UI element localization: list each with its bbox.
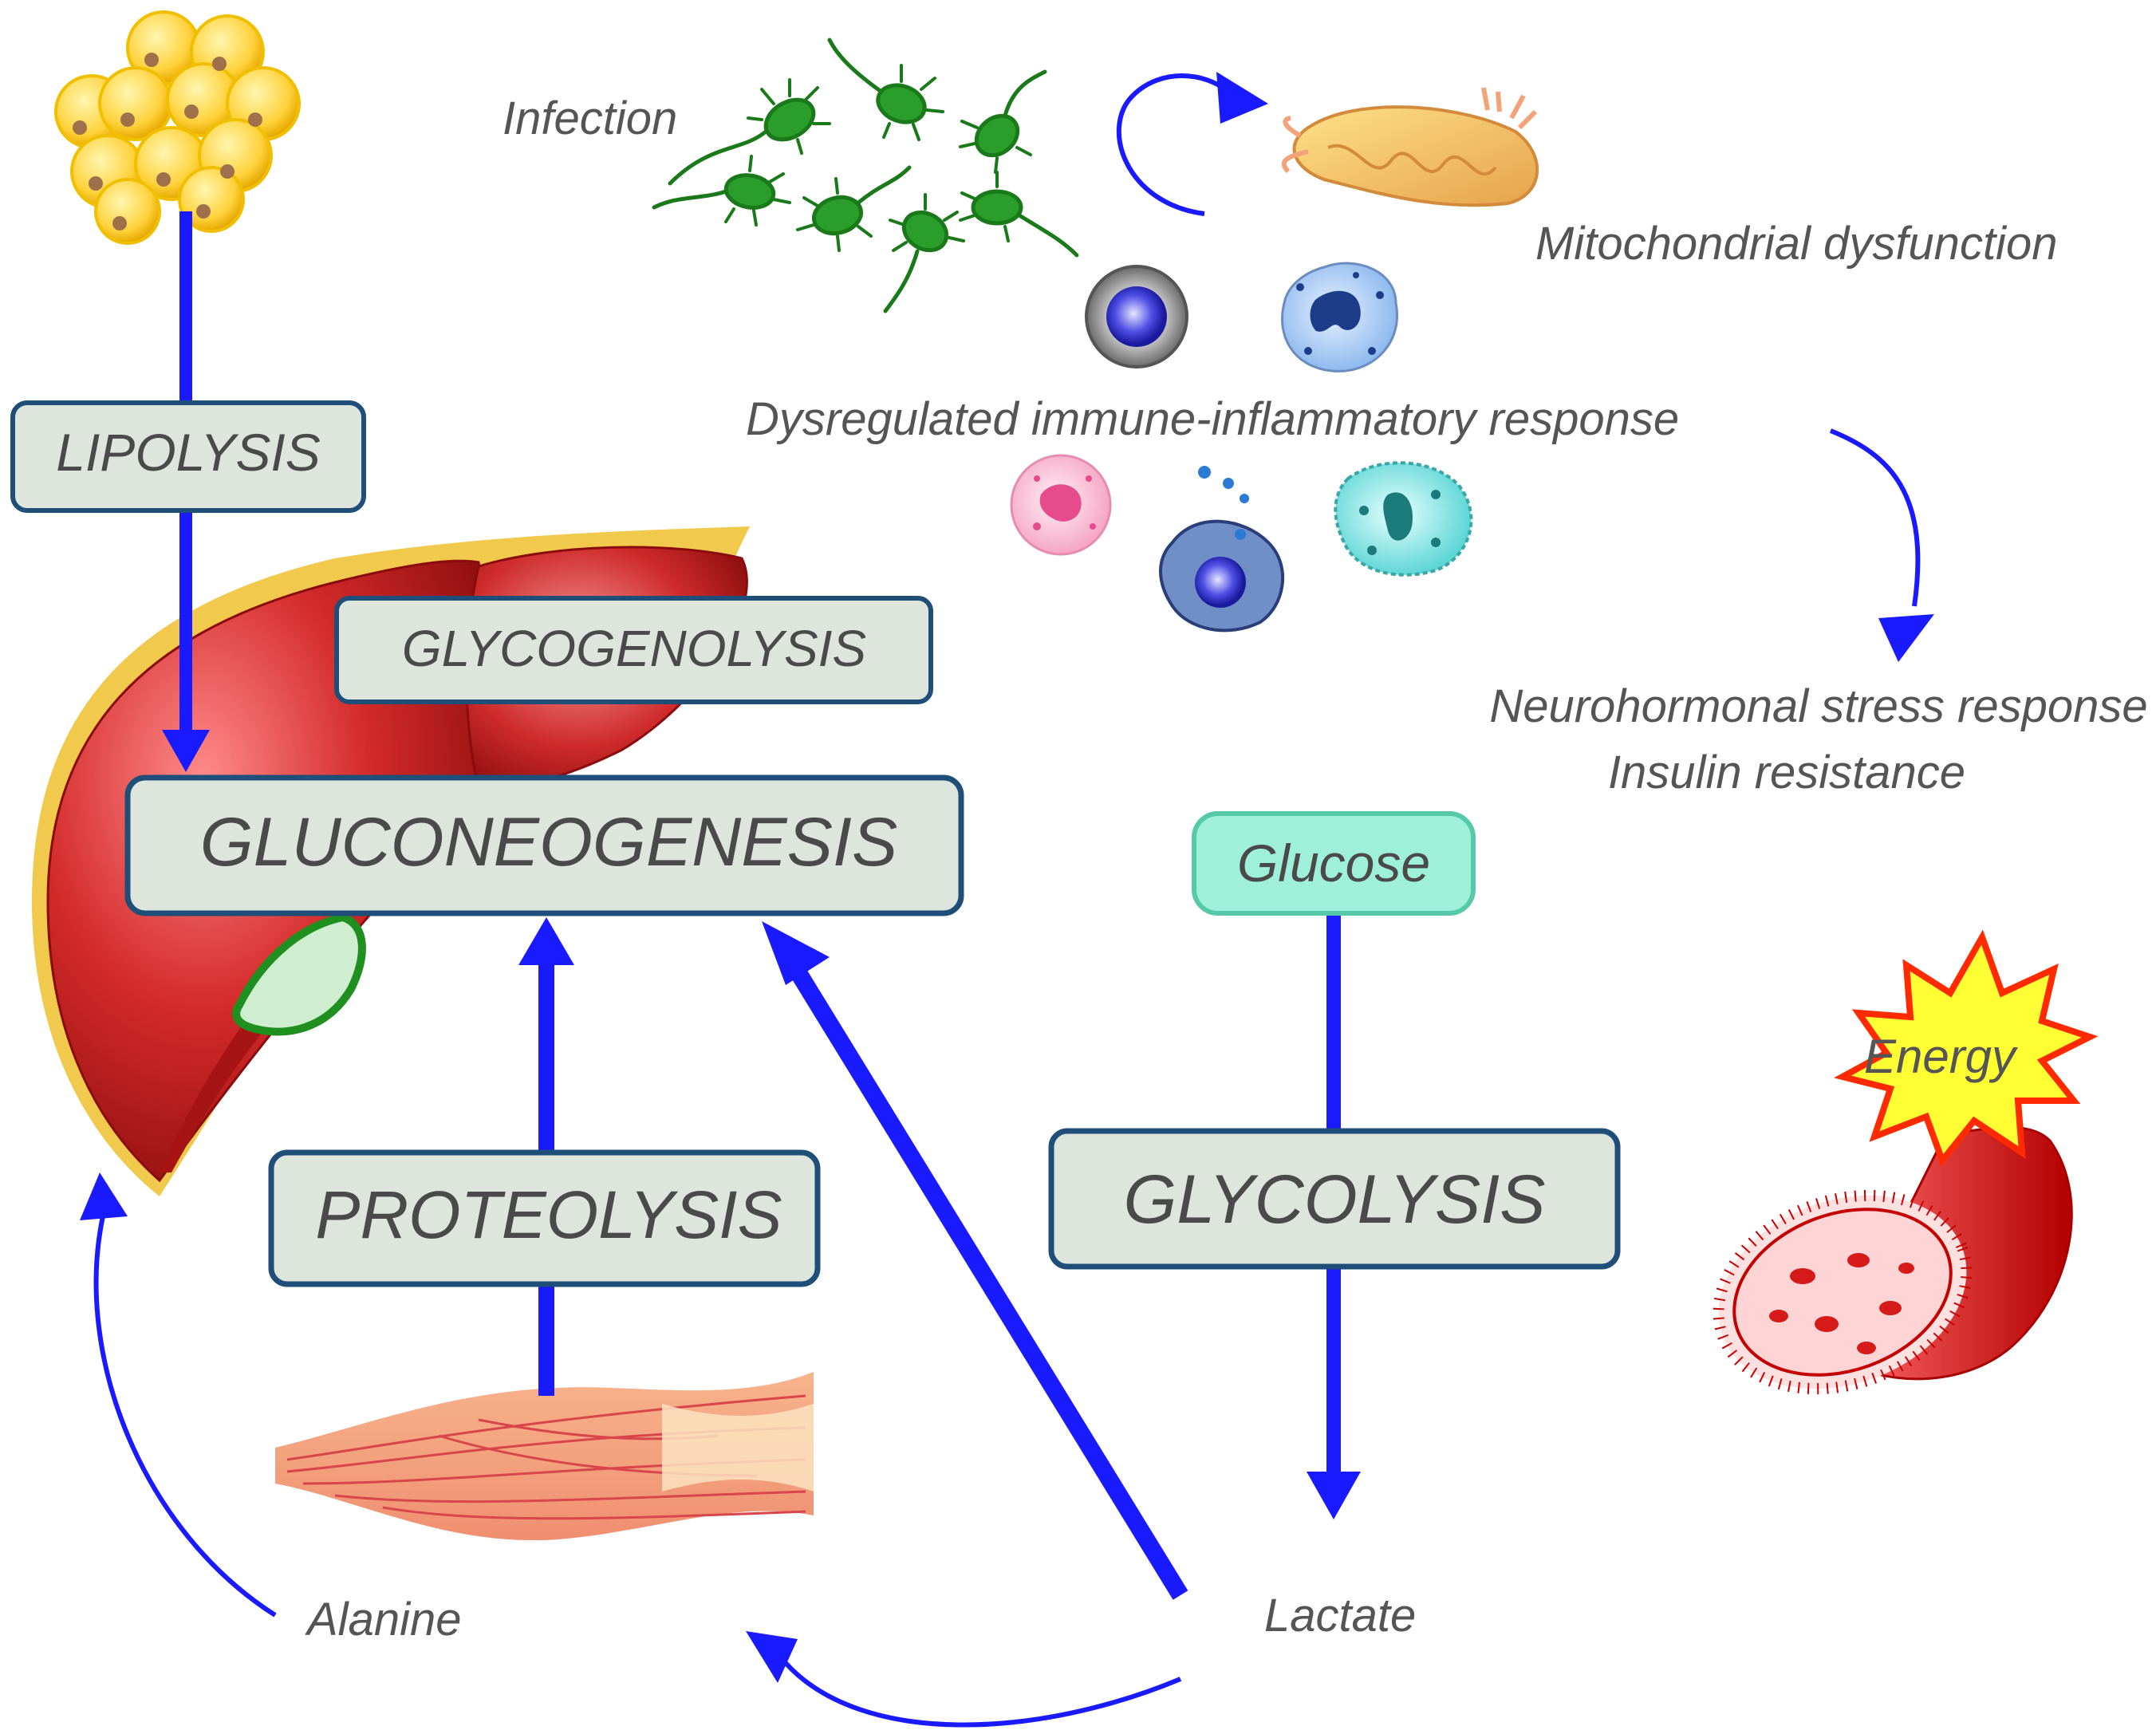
insulin-resistance-label: Insulin resistance [1608,747,1965,798]
energy-burst-icon [1834,929,2099,1168]
arrow-lactate-gluconeogenesis-head [762,921,830,985]
muscle-illustration [275,1372,814,1541]
glycogenolysis-label: GLYCOGENOLYSIS [402,620,866,677]
immune-cells-illustration [1010,262,1473,633]
arrow-immune-neurohormonal [1829,428,1921,607]
arrow-lactate-gluconeogenesis-shaft [786,960,1188,1600]
glucose-label: Glucose [1237,834,1430,893]
lactate-label: Lactate [1264,1590,1416,1641]
lipolysis-box: LIPOLYSIS [10,400,366,513]
arrow-lactate-alanine-curve [783,1661,1182,1728]
energy-label: Energy [1864,1030,2019,1083]
arrow-proteolysis-head [518,917,574,965]
arrow-lactate-alanine-head [746,1631,798,1683]
adipocyte-cluster-illustration [54,10,301,245]
arrow-immune-neurohormonal-head [1878,614,1934,662]
blood-vessel-illustration [1713,1126,2073,1395]
bacteria-illustration [652,37,1079,313]
glucose-box: Glucose [1192,811,1476,916]
arrow-mitochondrial-cycle [1116,73,1230,216]
arrow-alanine-liver-curve [93,1212,277,1618]
glycolysis-label: GLYCOLYSIS [1123,1161,1545,1238]
arrows [80,72,1934,1728]
gluconeogenesis-label: GLUCONEOGENESIS [200,804,898,881]
lipolysis-label: LIPOLYSIS [56,423,320,482]
arrow-alanine-liver-head [80,1172,128,1220]
arrow-glycolysis-lactate-head [1307,1472,1361,1519]
gluconeogenesis-box: GLUCONEOGENESIS [124,774,964,916]
immune-response-label: Dysregulated immune-inflammatory respons… [746,393,1679,445]
proteolysis-box: PROTEOLYSIS [268,1149,821,1287]
mitochondrial-dysfunction-label: Mitochondrial dysfunction [1535,218,2057,270]
neurohormonal-label: Neurohormonal stress response [1489,680,2147,732]
glycolysis-box: GLYCOLYSIS [1048,1128,1621,1270]
proteolysis-label: PROTEOLYSIS [315,1177,782,1252]
alanine-label: Alanine [305,1594,461,1645]
glycogenolysis-box: GLYCOGENOLYSIS [334,596,933,704]
arrow-lipolysis-head [162,730,210,772]
mitochondrion-illustration [1281,87,1539,207]
infection-label: Infection [503,93,677,144]
arrow-mitochondrial-cycle-head [1216,72,1268,124]
